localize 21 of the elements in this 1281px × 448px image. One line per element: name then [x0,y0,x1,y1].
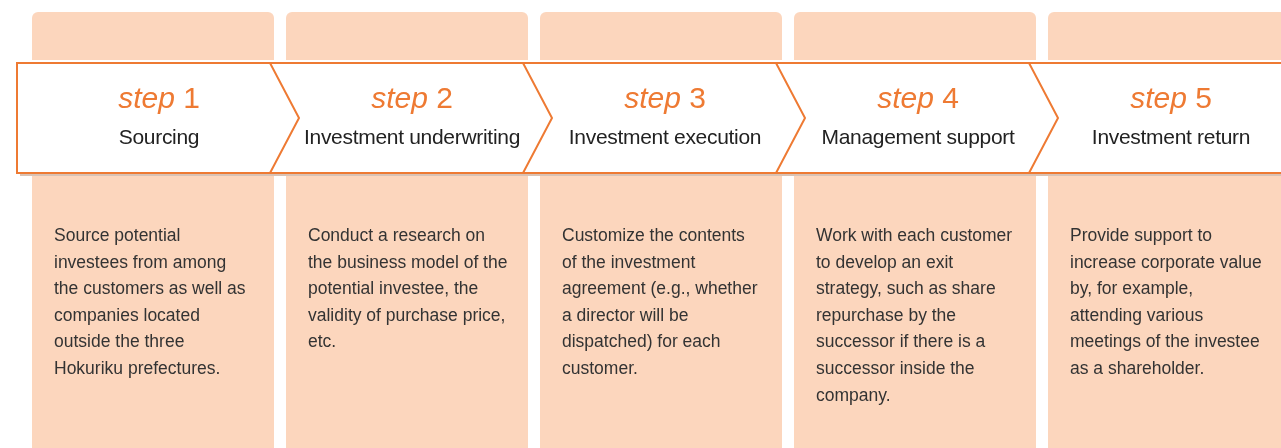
step-number: step 4 [876,80,960,116]
step-chevron [1028,62,1281,174]
column-panel [540,176,782,448]
step-title: Investment underwriting [302,124,521,150]
step-title: Sourcing [117,124,201,150]
step-number: step 2 [370,80,454,116]
column-panel [286,176,528,448]
column-panel [794,176,1036,448]
step-title: Investment return [1090,124,1252,150]
step-description: Customize the contents of the investment agreement (e.g., whether a director will be dispatched) for each customer. [562,224,759,380]
step-number: step 1 [117,80,201,116]
step-description: Provide support to increase corporate value by, for example, attending various meetings of the investee as a shareholder. [1070,224,1263,380]
step-number: step 3 [623,80,707,116]
step-title: Management support [820,124,1016,150]
step-title: Investment execution [567,124,763,150]
step-description: Work with each customer to develop an exit strategy, such as share repurchase by the successor if there is a successor inside the company. [816,224,1014,407]
step-description: Conduct a research on the business model of the potential investee, the validity of purchase price, etc. [308,224,508,354]
column-panel [32,176,274,448]
step-description: Source potential investees from among the customers as well as companies located outside the three Hokuriku prefectures. [54,224,247,380]
step-number: step 5 [1129,80,1213,116]
column-panel [1048,176,1281,448]
